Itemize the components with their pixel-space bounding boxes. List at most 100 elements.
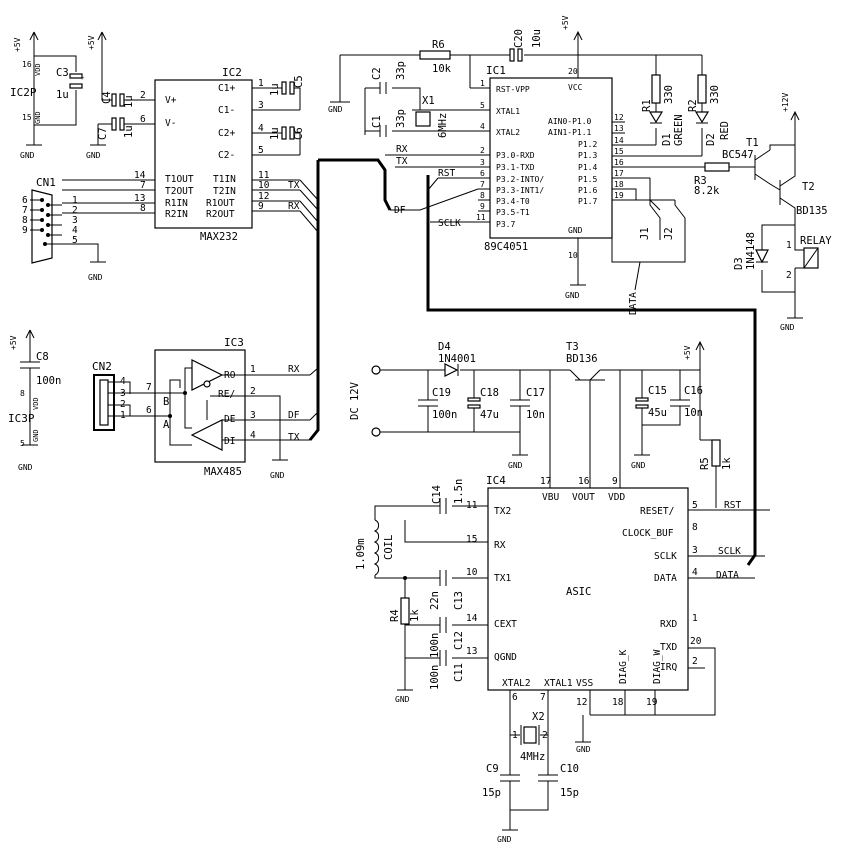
crystal-x2: X2 4MHz 1 2 C9 15p C10 15p GND xyxy=(482,690,579,844)
c1-ref: C1 xyxy=(371,115,383,128)
power-supply: DC 12V D4 1N4001 C19 100n C18 47u C17 10… xyxy=(349,340,733,508)
c6-ref: C6 xyxy=(293,127,305,140)
c18-val: 47u xyxy=(480,409,499,421)
c9-val: 15p xyxy=(482,787,501,799)
r4-ref: R4 xyxy=(389,609,401,622)
c4-ref: C4 xyxy=(101,91,113,104)
ic1-pin-13: 13 xyxy=(614,124,624,133)
ic3-pin-2: 2 xyxy=(250,386,256,397)
ic1-label-p30: P3.0-RXD xyxy=(496,151,535,160)
ic1-pin-2: 2 xyxy=(480,146,485,155)
ic1-reset-osc: R6 10k C20 10u GND C2 33p C1 33p X1 6MHz xyxy=(328,29,578,138)
c15-val: 45u xyxy=(648,407,667,419)
c1-val: 33p xyxy=(395,109,407,128)
ic1-pin-3: 3 xyxy=(480,158,485,167)
ic2-pin-1: 1 xyxy=(258,78,264,89)
ic4-label-diagw: DIAG_W xyxy=(652,649,663,684)
ic1-pin-8: 8 xyxy=(480,191,485,200)
ic4-pin-9: 9 xyxy=(612,476,618,487)
ic1-name: 89C4051 xyxy=(484,241,528,253)
d4-ref: D4 xyxy=(438,341,451,353)
c12-ref: C12 xyxy=(453,631,465,650)
ic3p-ref: IC3P xyxy=(8,412,35,425)
vcc-ic4: +5V xyxy=(683,345,692,360)
cn2-connector: CN2 4 3 2 1 xyxy=(92,360,155,431)
relay-pin-2: 2 xyxy=(786,270,792,281)
ic3-label-di: DI xyxy=(224,436,235,447)
ic4-label-cext: CEXT xyxy=(494,619,517,630)
ic1-pin-1: 1 xyxy=(480,79,485,88)
ic2-pin-12: 12 xyxy=(258,191,269,202)
c17-ref: C17 xyxy=(526,387,545,399)
cn1-pin-4: 4 xyxy=(72,225,78,236)
ic2-label-c2m: C2- xyxy=(218,150,235,161)
vcc-ic1: +5V xyxy=(561,15,570,30)
coil-network: C14 1.5n 22n C13 1.09m COIL R4 1k 100n C… xyxy=(355,479,488,704)
r2-ref: R2 xyxy=(687,99,699,112)
c8-ref: C8 xyxy=(36,351,49,363)
ic4-label-vbu: VBU xyxy=(542,492,559,503)
ic1-pin-4: 4 xyxy=(480,122,485,131)
gnd-cn1: GND xyxy=(88,273,103,282)
ic2-pin-8: 8 xyxy=(140,203,146,214)
c19-val: 100n xyxy=(432,409,457,421)
ic1-label-p15: P1.5 xyxy=(578,175,597,184)
svg-text:+: + xyxy=(80,74,84,82)
r3-ref: R3 xyxy=(694,175,707,187)
c16-val: 10n xyxy=(684,407,703,419)
x2-ref: X2 xyxy=(532,711,545,723)
ic2-label-t2in: T2IN xyxy=(213,186,236,197)
ic2p-pin-16: 16 xyxy=(22,60,32,69)
x2-pin-1: 1 xyxy=(512,730,518,741)
vcc-label: +5V xyxy=(13,37,22,52)
ic3p-gnd-pin: GND xyxy=(32,429,40,442)
ic1-pin-14: 14 xyxy=(614,136,624,145)
r5-ref: R5 xyxy=(699,457,711,470)
ic4-label-vdd: VDD xyxy=(608,492,625,503)
cn1-pin-6: 6 xyxy=(22,195,28,206)
ic4-label-diagk: DIAG_K xyxy=(618,649,629,684)
r1-ref: R1 xyxy=(641,99,653,112)
ic2-pin-14: 14 xyxy=(134,170,146,181)
ic1-89c4051: IC1 89C4051 RST-VPP XTAL1 XTAL2 P3.0-RXD… xyxy=(385,15,705,300)
r6-val: 10k xyxy=(432,63,452,75)
ic4-pin-12: 12 xyxy=(576,697,587,708)
ic4-pin-13: 13 xyxy=(466,646,477,657)
ic1-label-p11: AIN1-P1.1 xyxy=(548,128,592,137)
c19-ref: C19 xyxy=(432,387,451,399)
vcc-ic3p: +5V xyxy=(9,335,18,350)
r5-val: 1k xyxy=(721,457,733,470)
ic1-label-p34: P3.4-T0 xyxy=(496,197,530,206)
ic1-pin-10: 10 xyxy=(568,251,578,260)
ic4-pin-3: 3 xyxy=(692,545,698,556)
d3-val: 1N4148 xyxy=(745,232,757,270)
ic1-label-xtal1: XTAL1 xyxy=(496,107,520,116)
ic2-pin-2: 2 xyxy=(140,90,146,101)
c12-val: 100n xyxy=(429,633,441,658)
ic2-label-t1in: T1IN xyxy=(213,174,236,185)
c14-val: 1.5n xyxy=(453,479,465,504)
gnd-ic3: GND xyxy=(270,471,285,480)
c20-ref: C20 xyxy=(513,29,525,48)
ic4-label-clockbuf: CLOCK_BUF xyxy=(622,528,674,539)
dc-input-label: DC 12V xyxy=(349,381,361,420)
gnd-x2: GND xyxy=(497,835,512,844)
ic1-label-p33: P3.3-INT1/ xyxy=(496,186,544,195)
coil-val: 1.09m xyxy=(355,538,367,570)
ic4-pin-20: 20 xyxy=(690,636,702,647)
x1-ref: X1 xyxy=(422,95,435,107)
gnd-psu: GND xyxy=(508,461,523,470)
c2-ref: C2 xyxy=(371,67,383,80)
ic4-pin-5: 5 xyxy=(692,500,698,511)
c3-val: 1u xyxy=(56,89,69,101)
ic1-ref: IC1 xyxy=(486,64,506,77)
c3-ref: C3 xyxy=(56,67,69,79)
ic4-pin-1: 1 xyxy=(692,613,698,624)
cn1-pin-1: 1 xyxy=(72,195,78,206)
ic2p-gnd-pin: GND xyxy=(34,111,42,124)
gnd-coil: GND xyxy=(395,695,410,704)
ic4-label-txd: TXD xyxy=(660,642,677,653)
ic2-pin-7: 7 xyxy=(140,180,146,191)
t1-val: BC547 xyxy=(722,149,754,161)
